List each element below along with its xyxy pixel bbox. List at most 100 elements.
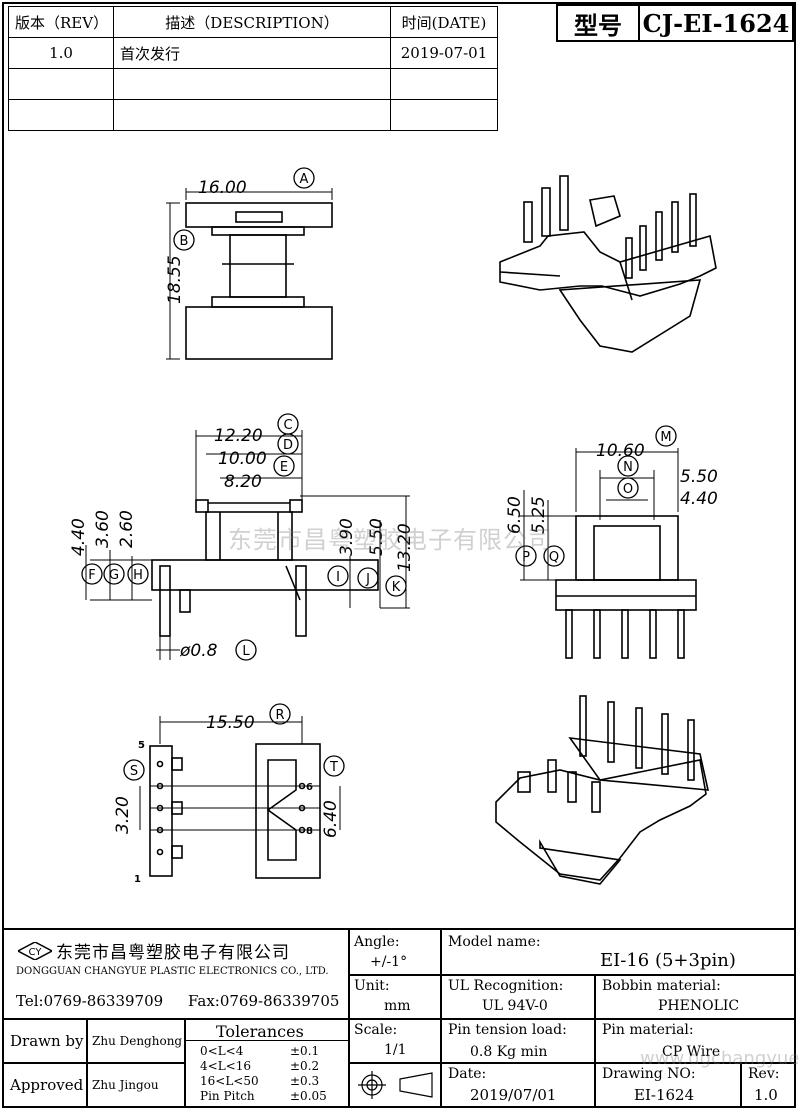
- scale-label: Scale:: [354, 1022, 398, 1038]
- projection-symbol-icon: [358, 1071, 433, 1099]
- angle-value: +/-1°: [370, 954, 408, 970]
- company-fax: Fax:0769-86339705: [188, 992, 340, 1010]
- cell-description: [113, 99, 391, 131]
- rev-label: Rev:: [748, 1066, 780, 1082]
- date-label: Date:: [448, 1066, 487, 1082]
- watermark-url: www.dgchangyue.net: [640, 1048, 800, 1069]
- callout-j: [357, 567, 379, 589]
- tension-label: Pin tension load:: [448, 1022, 567, 1038]
- dim-l: ø0.8: [179, 641, 218, 661]
- pin-number-8: 8: [306, 826, 313, 837]
- callout-m-label: M: [660, 430, 671, 445]
- tolerance-ranges: 0<L<4 4<L<16 16<L<50 Pin Pitch: [200, 1044, 259, 1104]
- callout-i: [327, 565, 349, 587]
- dim-q: 5.25: [529, 496, 549, 534]
- callout-g-label: G: [109, 568, 119, 583]
- callout-h: [127, 563, 149, 585]
- callout-k-label: K: [392, 580, 401, 595]
- company-tel: Tel:0769-86339709: [16, 992, 164, 1010]
- cell-date: 2019-07-01: [390, 37, 498, 69]
- cell-date: [390, 99, 498, 131]
- dim-j: 5.50: [367, 518, 387, 556]
- model-name-value: EI-16 (5+3pin): [600, 950, 736, 971]
- ul-label: UL Recognition:: [448, 978, 564, 994]
- bottom-view: [139, 716, 341, 879]
- tension-value: 0.8 Kg min: [470, 1044, 548, 1060]
- dim-i: 3.90: [337, 518, 357, 556]
- dim-k: 13.20: [395, 523, 415, 572]
- dim-c: 12.20: [214, 426, 263, 446]
- tolerance-range: 4<L<16: [200, 1059, 251, 1073]
- callout-r: [269, 703, 291, 725]
- bobbin-label: Bobbin material:: [602, 978, 721, 994]
- tolerance-range: 0<L<4: [200, 1044, 244, 1058]
- callout-p-label: P: [522, 550, 530, 565]
- callout-t-label: T: [329, 760, 338, 775]
- callout-c-label: C: [283, 418, 292, 433]
- dim-f: 4.40: [69, 518, 89, 556]
- tolerance-value: ±0.1: [290, 1044, 320, 1058]
- model-box: 型号 CJ-EI-1624: [556, 4, 794, 42]
- angle-label: Angle:: [354, 934, 400, 950]
- unit-label: Unit:: [354, 978, 390, 994]
- dim-p: 6.50: [505, 496, 525, 534]
- tolerances-label: Tolerances: [216, 1022, 304, 1041]
- dim-g: 3.60: [93, 510, 113, 548]
- callout-n: [617, 455, 639, 477]
- iso-view-top: [499, 175, 717, 353]
- pin-number-6: 6: [306, 782, 313, 793]
- callout-j-label: J: [365, 572, 370, 587]
- company-name-cn: 东莞市昌粤塑胶电子有限公司: [56, 943, 290, 963]
- side-view: [85, 430, 410, 660]
- dim-o: 4.40: [680, 489, 718, 509]
- callout-n-label: N: [623, 460, 633, 475]
- callout-a-label: A: [300, 172, 309, 187]
- table-row: [8, 99, 498, 131]
- pin-number-1: 1: [134, 874, 141, 885]
- callout-h-label: H: [133, 568, 143, 583]
- model-value: CJ-EI-1624: [642, 8, 790, 38]
- dim-e: 8.20: [224, 472, 262, 492]
- dim-h: 2.60: [117, 510, 137, 548]
- front-view: [520, 448, 697, 659]
- callout-k: [385, 575, 407, 597]
- drawing-no-value: EI-1624: [634, 1086, 695, 1104]
- scale-value: 1/1: [384, 1042, 407, 1058]
- callout-d-label: D: [283, 438, 293, 453]
- tolerance-value: ±0.3: [290, 1074, 320, 1088]
- rev-value: 1.0: [754, 1086, 778, 1104]
- svg-text:CY: CY: [29, 947, 43, 958]
- top-view: [166, 188, 333, 360]
- drawn-by-label: Drawn by: [10, 1032, 84, 1050]
- drawn-by-value: Zhu Denghong: [92, 1034, 183, 1048]
- revision-table: 版本（REV） 描述（DESCRIPTION） 时间(DATE) 1.0 首次发…: [8, 6, 498, 131]
- tolerance-value: ±0.2: [290, 1059, 320, 1073]
- callout-i-label: I: [336, 570, 340, 585]
- callout-b: [173, 229, 195, 251]
- bobbin-value: PHENOLIC: [658, 998, 740, 1014]
- callout-p: [515, 545, 537, 567]
- cell-description: [113, 68, 391, 100]
- callout-m: [655, 425, 677, 447]
- company-logo-icon: CY: [18, 942, 52, 960]
- dim-r: 15.50: [206, 713, 255, 733]
- cell-rev: [8, 99, 114, 131]
- pin-material-value: CP Wire: [662, 1044, 721, 1060]
- approved-label: Approved: [10, 1076, 84, 1094]
- model-label: 型号: [558, 6, 640, 40]
- approved-value: Zhu Jingou: [92, 1078, 159, 1092]
- unit-value: mm: [384, 998, 411, 1014]
- callout-q-label: Q: [549, 550, 559, 565]
- callout-o: [617, 477, 639, 499]
- technical-drawing: 16.00 18.55 12.20 10.00 8.20 4.40 3.60 2…: [69, 167, 718, 885]
- tolerance-values: ±0.1 ±0.2 ±0.3 ±0.05: [290, 1044, 327, 1104]
- callout-d: [277, 433, 299, 455]
- callout-q: [543, 545, 565, 567]
- callout-s: [123, 759, 145, 781]
- watermark: 东莞市昌粤塑胶电子有限公司: [228, 526, 553, 554]
- callout-o-label: O: [623, 482, 633, 497]
- dim-b: 18.55: [165, 255, 185, 304]
- pin-number-5: 5: [138, 740, 145, 751]
- iso-view-bottom: [495, 695, 710, 885]
